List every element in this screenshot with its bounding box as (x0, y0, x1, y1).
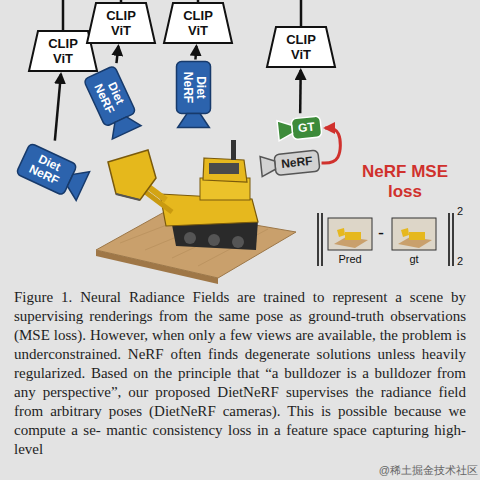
node-text: CLIP ViT (176, 8, 220, 38)
node-text: CLIP ViT (41, 36, 85, 66)
loss-arrow (322, 128, 341, 163)
camera-lens (63, 166, 89, 201)
encoder-box: CLIP ViT (163, 2, 233, 44)
camera-icon: NeRF (259, 148, 320, 177)
encoder-box: CLIP ViT (86, 2, 156, 44)
encoder-shape (29, 31, 97, 71)
subscript: 2 (457, 255, 463, 267)
encoder-box: CLIP ViT (266, 26, 336, 68)
figure-caption: Figure 1. Neural Radiance Fields are tra… (14, 288, 466, 459)
gt-thumbnail (392, 218, 436, 250)
camera-body (273, 150, 319, 175)
node-text: CLIP ViT (99, 8, 143, 38)
text-wrap: GT (297, 120, 315, 135)
subscript-box: 2 (457, 255, 473, 268)
camera-icon: GT (277, 114, 323, 141)
camera-body (291, 115, 322, 139)
encoder-shape (164, 3, 232, 43)
node-text: CLIP ViT (279, 32, 323, 62)
norm-bars (318, 213, 453, 266)
text-wrap: NeRF (280, 154, 313, 170)
superscript-box: 2 (457, 205, 473, 218)
loss-title: NeRF MSE loss (362, 162, 448, 201)
text-wrap: CLIP ViT (99, 8, 143, 38)
encoder-shape (87, 3, 155, 43)
render-arrow (194, 46, 197, 60)
text-wrap: CLIP ViT (279, 32, 323, 62)
image-label: gt (409, 253, 418, 265)
text-wrap: CLIP ViT (41, 36, 85, 66)
superscript: 2 (457, 205, 463, 217)
loss-title-box: NeRF MSE loss (352, 162, 458, 202)
output-line (62, 0, 65, 30)
camera-icon: Diet NeRF (14, 142, 90, 203)
bulldozer (108, 140, 258, 250)
output-line (120, 0, 123, 2)
camera-icon: Diet NeRF (82, 64, 143, 140)
watermark-box: @稀土掘金技术社区 (372, 463, 478, 477)
camera-lens (260, 155, 276, 177)
output-line (197, 0, 200, 2)
image-label: Pred (338, 253, 361, 265)
camera-lens (106, 113, 141, 139)
output-line (300, 0, 303, 26)
encoder-shape (267, 27, 335, 67)
minus-sign: - (378, 223, 384, 243)
image-label-box: gt (384, 253, 444, 266)
image-label-box: Pred (320, 253, 380, 266)
minus-sign-box: - (374, 223, 388, 244)
node-text: Diet NeRF (180, 68, 206, 108)
watermark: @稀土掘金技术社区 (379, 464, 478, 476)
text-wrap: Diet NeRF (180, 68, 206, 108)
camera-lens (277, 119, 293, 141)
node-text: GT (297, 120, 315, 135)
camera-lens (177, 114, 209, 128)
render-arrow (116, 46, 118, 63)
pred-thumbnail (328, 218, 372, 250)
render-arrow (299, 70, 302, 113)
text-wrap: CLIP ViT (176, 8, 220, 38)
camera-body (176, 62, 210, 114)
render-arrow (55, 74, 61, 141)
node-text: NeRF (280, 154, 313, 170)
camera-icon: Diet NeRF (175, 61, 211, 128)
